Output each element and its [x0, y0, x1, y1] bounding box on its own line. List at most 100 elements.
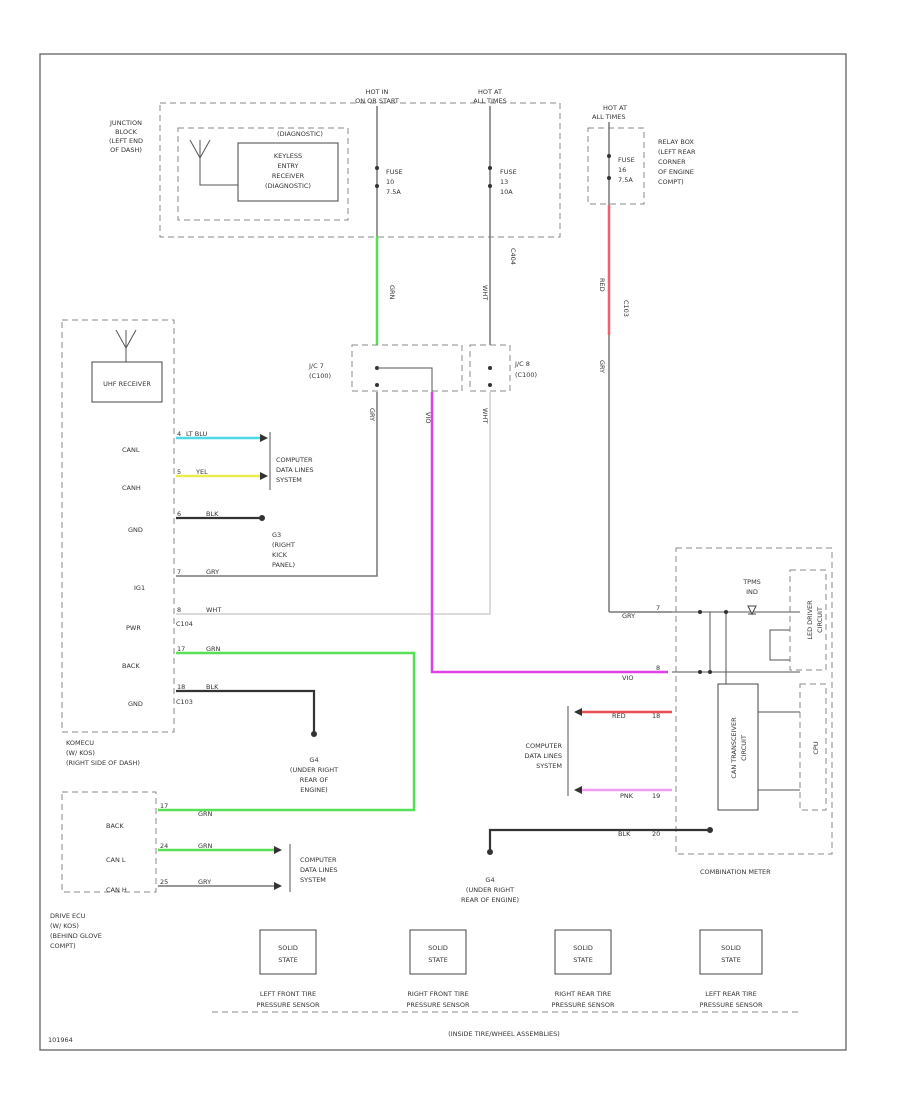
drive-label-4: COMPT)	[50, 942, 76, 950]
meter-pin-num-gry: 7	[656, 604, 660, 612]
sensor2-name-1: RIGHT FRONT TIRE	[407, 990, 468, 998]
pin-name-gnd1: GND	[128, 526, 143, 534]
wire-code-canh: YEL	[195, 468, 208, 476]
diagram-frame	[39, 53, 847, 1051]
led-driver-label-2: CIRCUIT	[816, 607, 824, 633]
relay-label-4: OF ENGINE	[658, 168, 694, 176]
pin-name-pwr: PWR	[126, 624, 141, 632]
wire-code-pwr: WHT	[206, 606, 221, 614]
fuse2-label-1: FUSE	[500, 168, 517, 176]
antenna-icon	[189, 139, 238, 186]
junction-block-label-1: JUNCTION	[109, 119, 142, 127]
meter-computer-2: DATA LINES	[525, 752, 562, 760]
cpu-label: CPU	[812, 741, 820, 754]
receiver-label-1: KEYLESS	[274, 152, 302, 160]
tpms-label-3: (RIGHT SIDE OF DASH)	[66, 759, 140, 767]
wire-code-back: GRN	[206, 645, 221, 653]
can-circuit-label-1: CAN TRANSCEIVER	[730, 717, 738, 779]
ground-icon	[311, 731, 317, 737]
fuse1-label-2: 10	[386, 178, 394, 186]
drive-pin-name-back: BACK	[106, 822, 124, 830]
wire-code-vio-mid: VIO	[424, 412, 432, 423]
wire-ig1	[176, 392, 378, 577]
pin-name-back: BACK	[122, 662, 140, 670]
ground-g4b-1: G4	[485, 876, 494, 884]
sensor3-state-2: STATE	[573, 956, 593, 964]
ground-g4a-3: REAR OF	[300, 776, 329, 784]
led-indicator-icon	[747, 605, 757, 616]
wire-meter-gnd	[488, 828, 710, 850]
wire-code-wht-top: WHT	[481, 285, 489, 300]
hot-in-label-2: ON OR START	[355, 97, 399, 105]
drive-pin-num-canl: 24	[160, 842, 168, 850]
tpms-label-2: (W/ KOS)	[66, 749, 95, 757]
drive-wire-code-canh: GRY	[198, 878, 211, 886]
drive-computer-2: DATA LINES	[300, 866, 337, 874]
wire-code-c404: C404	[509, 248, 517, 265]
wire-code-gnd2: BLK	[206, 683, 219, 691]
tpms-ind-label-2: IND	[746, 588, 758, 596]
computer-data-lines-1: COMPUTER DATA LINES SYSTEM	[269, 432, 313, 490]
receiver-label-4: (DIAGNOSTIC)	[265, 182, 311, 190]
wire-code-wht-mid: WHT	[481, 408, 489, 423]
fuse2-label-3: 10A	[500, 188, 513, 196]
drive-ecu-wires: 17 GRN 24 GRN 25 GRY COMPUTER DATA LINES…	[158, 802, 337, 892]
pin-num-gnd1: 6	[177, 510, 181, 518]
fuse1-label-3: 7.5A	[386, 188, 401, 196]
wire-code-gry-mid: GRY	[368, 408, 376, 421]
meter-wire-code-blk: BLK	[618, 830, 631, 838]
drive-pin-name-canl: CAN L	[106, 856, 126, 864]
wire-code-grn-top: GRN	[388, 285, 396, 300]
pin-name-canh: CANH	[122, 484, 141, 492]
relay-label-5: COMPT)	[658, 178, 684, 186]
sensor4-name-1: LEFT REAR TIRE	[705, 990, 757, 998]
sensor2-state-2: STATE	[428, 956, 448, 964]
sensor1-name-1: LEFT FRONT TIRE	[260, 990, 316, 998]
sensor-right-front: SOLID STATE RIGHT FRONT TIRE PRESSURE SE…	[406, 929, 470, 1009]
fuse-icon	[607, 154, 611, 180]
relay-label-2: (LEFT REAR	[658, 148, 696, 156]
relay-hot-label-1: HOT AT	[603, 104, 627, 112]
pin-name-canl: CANL	[122, 446, 140, 454]
ground-g4-b: G4 (UNDER RIGHT REAR OF ENGINE)	[461, 876, 519, 904]
uhf-receiver-label: UHF RECEIVER	[103, 380, 151, 388]
sensor-right-rear: SOLID STATE RIGHT REAR TIRE PRESSURE SEN…	[551, 929, 615, 1009]
joint2-label-2: (C100)	[515, 371, 537, 379]
sensor4-name-2: PRESSURE SENSOR	[699, 1001, 763, 1009]
ground-g4a-2: (UNDER RIGHT	[290, 766, 338, 774]
sensor3-name-2: PRESSURE SENSOR	[551, 1001, 615, 1009]
meter-pin-wires: GRY 7 VIO 8 RED 18 PNK 19 COMPUTER DATA …	[487, 604, 713, 855]
joint-connectors: J/C 7 (C100) J/C 8 (C100)	[308, 344, 537, 392]
relay-fuse-label-2: 16	[618, 166, 626, 174]
antenna-icon	[115, 329, 137, 362]
sensor1-state-1: SOLID	[278, 944, 298, 952]
led-driver-label-1: LED DRIVER	[806, 600, 814, 640]
drive-label-2: (W/ KOS)	[50, 922, 79, 930]
receiver-label-2: ENTRY	[277, 162, 298, 170]
relay-label-1: RELAY BOX	[658, 138, 694, 146]
combination-meter-title: COMBINATION METER	[700, 868, 771, 876]
wire-code-gry-relay: GRY	[598, 360, 606, 373]
junction-block: JUNCTION BLOCK (LEFT END OF DASH) HOT IN…	[109, 88, 561, 238]
joint1-label-2: (C100)	[309, 372, 331, 380]
drive-wire-code-canl: GRN	[198, 842, 213, 850]
can-circuit-label-2: CIRCUIT	[740, 735, 748, 761]
receiver-label-3: RECEIVER	[272, 172, 305, 180]
ground-g4a-1: G4	[309, 756, 318, 764]
fuse-icon	[488, 166, 492, 188]
wire-pwr	[176, 392, 491, 615]
wire-code-c103: C103	[622, 300, 630, 317]
relay-fuse-label-1: FUSE	[618, 156, 635, 164]
can-transceiver-box	[717, 683, 759, 811]
computer-lines-1-3: SYSTEM	[276, 476, 302, 484]
relay-label-3: CORNER	[658, 158, 686, 166]
sensor2-state-1: SOLID	[428, 944, 448, 952]
hot-in-label-1: HOT IN	[366, 88, 389, 96]
junction-block-label-3: (LEFT END	[109, 137, 143, 145]
pin-num-ig1: 7	[177, 568, 181, 576]
pin-name-gnd2: GND	[128, 700, 143, 708]
tpms-label-1: KOMECU	[66, 739, 94, 747]
pin-num-gnd2: 18	[177, 683, 185, 691]
connector-c104: C104	[176, 620, 193, 628]
wire-vio	[430, 392, 668, 674]
